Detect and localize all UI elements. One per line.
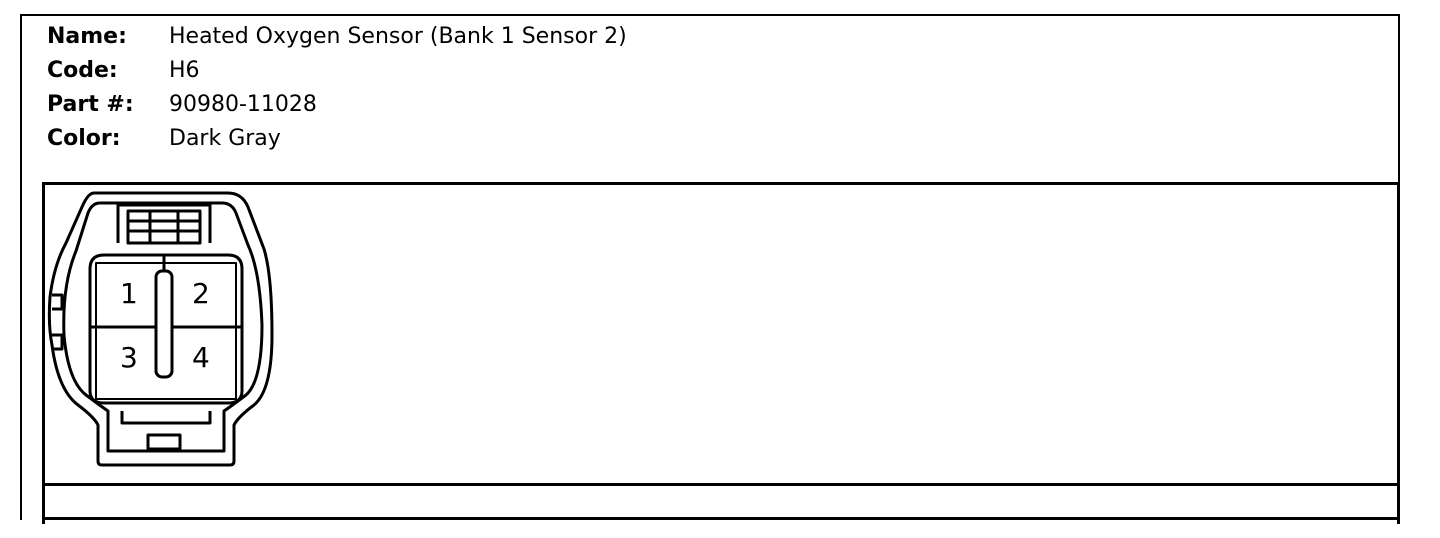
color-row: Color: Dark Gray bbox=[47, 122, 627, 156]
connector-inner-housing bbox=[62, 201, 264, 453]
name-value: Heated Oxygen Sensor (Bank 1 Sensor 2) bbox=[169, 24, 627, 49]
pin-4-label: 4 bbox=[192, 341, 210, 374]
color-label: Color: bbox=[47, 126, 121, 151]
pin-cavity-body bbox=[88, 253, 244, 405]
pin-3-label: 3 bbox=[120, 341, 138, 374]
connector-diagram-box bbox=[42, 182, 1400, 524]
part-number-label: Part #: bbox=[47, 92, 134, 117]
connector-side-notch bbox=[52, 293, 64, 351]
code-value: H6 bbox=[169, 58, 200, 83]
name-row: Name: Heated Oxygen Sensor (Bank 1 Senso… bbox=[47, 20, 627, 54]
lock-tab-inner bbox=[126, 209, 202, 245]
part-number-value: 90980-11028 bbox=[169, 92, 317, 117]
center-divider bbox=[154, 269, 174, 379]
code-row: Code: H6 bbox=[47, 54, 627, 88]
diagram-bottom-divider bbox=[42, 483, 1400, 486]
name-label: Name: bbox=[47, 24, 127, 49]
part-number-row: Part #: 90980-11028 bbox=[47, 88, 627, 122]
frame-bottom-line bbox=[42, 517, 1400, 520]
lock-tab-icon bbox=[116, 203, 212, 243]
connector-info-table: Name: Heated Oxygen Sensor (Bank 1 Senso… bbox=[47, 20, 627, 156]
pin-1-label: 1 bbox=[120, 277, 138, 310]
bottom-latch bbox=[146, 433, 182, 451]
pin-2-label: 2 bbox=[192, 277, 210, 310]
code-label: Code: bbox=[47, 58, 118, 83]
connector-outer-housing bbox=[47, 191, 274, 467]
connector-face-diagram: 1 2 3 4 bbox=[47, 191, 274, 467]
color-value: Dark Gray bbox=[169, 126, 281, 151]
